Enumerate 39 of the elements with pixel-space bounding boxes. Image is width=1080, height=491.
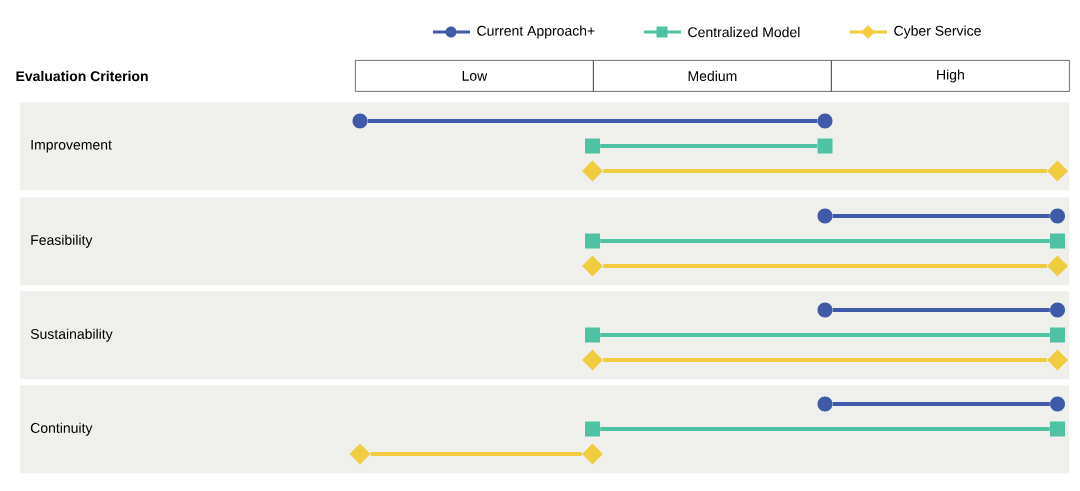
diamond-marker — [582, 255, 603, 277]
legend-label: Cyber Service — [894, 25, 981, 39]
range-line — [600, 427, 1050, 431]
diamond-marker — [582, 160, 603, 182]
circle-marker — [817, 113, 833, 129]
diamond-marker — [349, 443, 371, 465]
range-line — [603, 169, 1047, 173]
diamond-marker — [582, 349, 603, 371]
range-line — [600, 333, 1050, 337]
circle-marker — [817, 302, 833, 318]
column-header: Evaluation Criterion — [16, 70, 148, 82]
range-line — [603, 264, 1047, 268]
legend-label: Current Approach+ — [477, 25, 595, 39]
diamond-marker — [1047, 160, 1068, 182]
range-line — [832, 402, 1050, 406]
diamond-marker — [1047, 349, 1068, 371]
header-cell: Low — [355, 60, 594, 92]
range-line — [832, 308, 1050, 312]
row-band: Sustainability — [20, 291, 1070, 380]
diamond-marker — [582, 443, 603, 465]
circle-marker — [1050, 208, 1065, 224]
legend-label: Centralized Model — [688, 26, 800, 38]
circle-marker — [817, 208, 833, 224]
range-line — [600, 144, 818, 148]
circle-marker — [352, 113, 368, 129]
row-band: Feasibility — [20, 197, 1070, 286]
header-cell: High — [831, 60, 1070, 92]
range-line — [370, 452, 582, 456]
circle-marker — [1050, 302, 1065, 318]
row-band: Improvement — [20, 102, 1070, 191]
range-line — [600, 239, 1050, 243]
row-band: Continuity — [20, 385, 1070, 474]
range-line — [367, 119, 818, 123]
header-cell: Medium — [593, 60, 832, 92]
range-line — [832, 214, 1050, 218]
range-line — [603, 358, 1047, 362]
circle-marker — [1050, 396, 1065, 412]
circle-marker — [817, 396, 833, 412]
diamond-marker — [1047, 255, 1068, 277]
